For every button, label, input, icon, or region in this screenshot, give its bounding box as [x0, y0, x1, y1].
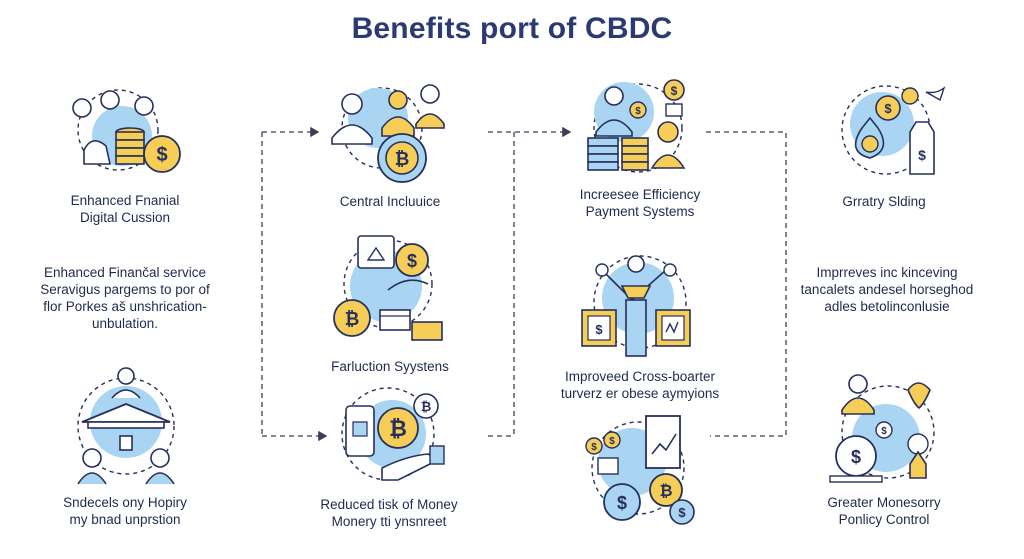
cross-border-node: $ — [578, 248, 708, 360]
improves-tracking-label: Imprreves inc kinceving tancalets andese… — [800, 265, 974, 314]
svg-text:$: $ — [671, 84, 678, 98]
enhanced-financial-inclusion-node: $ — [60, 78, 190, 178]
smaller-business-node — [62, 360, 192, 490]
svg-text:$: $ — [884, 101, 892, 116]
greater-savings-node: $ $ — [826, 78, 956, 188]
smaller-business-label: Sndecels ony Hopiry my bnad unprstion — [63, 495, 187, 527]
page-title: Benefits port of CBDC — [351, 12, 673, 45]
bitcoin-officials-icon: ₿ — [331, 84, 445, 183]
enhanced-financial-inclusion-label: Enhanced Fnanial Digital Cussion — [70, 193, 180, 225]
svg-text:$: $ — [591, 442, 597, 453]
enhanced-financial-service-label: Enhanced Finančal service Seravigus parg… — [40, 265, 210, 331]
svg-text:₿: ₿ — [389, 416, 407, 441]
increased-efficiency-label: Increesee Efficiency Payment Systems — [579, 187, 701, 219]
monetary-policy-node: $ $ — [826, 368, 956, 490]
bitcoin-hand-device-icon: $ ₿ — [333, 235, 443, 341]
bank-people-icon — [77, 367, 175, 485]
svg-text:$: $ — [617, 493, 627, 513]
increased-efficiency-node: $ $ — [578, 72, 708, 184]
svg-text:₿: ₿ — [395, 149, 410, 169]
coins-database-people-icon: $ — [72, 89, 181, 173]
svg-text:$: $ — [609, 436, 615, 447]
svg-text:$: $ — [156, 144, 167, 166]
reduced-risk-node: ₿ ₿ — [326, 384, 456, 490]
central-inclusion-label: Central Incluuice — [339, 194, 441, 209]
svg-text:$: $ — [851, 447, 861, 467]
svg-text:$: $ — [918, 147, 926, 163]
money-bags-icon: $ $ — [841, 85, 946, 175]
svg-text:$: $ — [407, 251, 417, 271]
policy-control-icon: $ $ — [829, 374, 935, 483]
cross-border-label: Improveed Cross-boarter turverz er obese… — [560, 369, 720, 401]
connector-right — [706, 131, 787, 437]
growth-chart-node: $ $ $ ₿ $ — [582, 408, 712, 530]
greater-savings-label: Grratry Slding — [842, 194, 926, 209]
central-inclusion-node: ₿ — [322, 78, 452, 188]
svg-text:₿: ₿ — [345, 309, 360, 329]
svg-text:$: $ — [881, 426, 887, 437]
svg-text:$: $ — [635, 106, 641, 117]
svg-text:$: $ — [678, 505, 686, 520]
svg-text:₿: ₿ — [421, 399, 432, 414]
monetary-policy-label: Greater Monesorry Ponlicy Control — [827, 495, 941, 527]
svg-text:$: $ — [595, 322, 603, 337]
svg-text:₿: ₿ — [659, 482, 672, 500]
cross-border-screens-icon: $ — [581, 255, 691, 357]
fraud-reduction-node: $ ₿ — [324, 230, 454, 342]
reduced-risk-label: Reduced tisk of Money Monery tti ynsnree… — [320, 497, 458, 529]
payment-people-icon: $ $ — [587, 79, 686, 173]
fraud-reduction-label: Farluction Syystens — [331, 359, 449, 374]
phone-bitcoin-hand-icon: ₿ ₿ — [341, 387, 445, 481]
chart-coins-icon: $ $ $ ₿ $ — [585, 415, 695, 525]
